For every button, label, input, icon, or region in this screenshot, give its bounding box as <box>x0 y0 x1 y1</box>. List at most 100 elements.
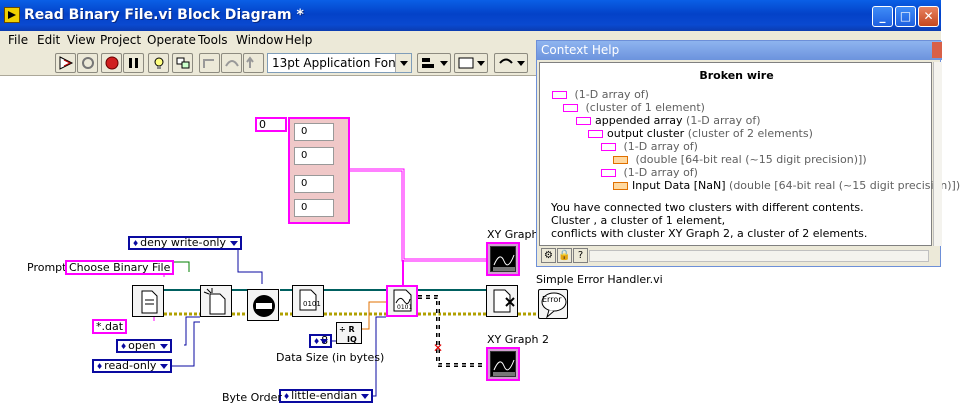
tree-item-name: Input Data [NaN] <box>632 179 726 192</box>
tree-item-type: (cluster of 2 elements) <box>687 127 813 140</box>
tree-item: Input Data [NaN] (double [64-bit real (~… <box>613 179 960 192</box>
menu-project[interactable]: Project <box>100 33 142 47</box>
open-mode-constant[interactable]: open <box>116 339 172 353</box>
pause-icon[interactable] <box>123 53 144 73</box>
context-help-window[interactable]: Context Help Broken wire (1-D array of) … <box>536 40 960 267</box>
align-objects-icon[interactable] <box>417 53 451 73</box>
maximize-button[interactable]: □ <box>895 6 916 27</box>
tree-item: (1-D array of) <box>601 140 698 153</box>
tree-item-name: output cluster <box>607 127 685 140</box>
step-over-icon[interactable] <box>221 53 242 73</box>
dbl-icon <box>613 182 628 190</box>
error-icon-text: Error <box>542 295 562 304</box>
zero-constant[interactable]: 0 <box>255 117 287 132</box>
data-size-label: Data Size (in bytes) <box>276 351 385 364</box>
array-icon <box>576 117 591 125</box>
tree-item-type: (cluster of 1 element) <box>585 101 705 114</box>
data-size-constant[interactable]: 8 <box>309 334 333 348</box>
svg-text:✕: ✕ <box>433 341 443 355</box>
menu-help[interactable]: Help <box>285 33 313 47</box>
deny-mode-constant[interactable]: deny write-only <box>128 236 242 250</box>
cluster-icon <box>588 130 603 138</box>
context-help-close-button[interactable] <box>932 42 942 58</box>
prompt-label: Prompt <box>27 261 67 274</box>
open-file-node[interactable] <box>200 285 232 317</box>
tree-item-type: (double [64-bit real (~15 digit precisio… <box>635 153 867 166</box>
labview-app-icon[interactable] <box>4 7 20 23</box>
detailed-help-icon[interactable]: ? <box>573 248 588 263</box>
cluster-array-constant[interactable]: 0 0 0 0 <box>288 117 350 224</box>
prompt-constant[interactable]: Choose Binary File <box>65 260 175 275</box>
distribute-objects-icon[interactable] <box>454 53 488 73</box>
run-arrow-icon[interactable] <box>55 53 76 73</box>
menu-file[interactable]: File <box>8 33 29 47</box>
abort-icon[interactable] <box>101 53 122 73</box>
context-help-title: Context Help <box>537 41 942 60</box>
tree-item-type: (double [64-bit real (~15 digit precisio… <box>729 179 960 192</box>
help-message-line: conflicts with cluster XY Graph 2, a clu… <box>551 227 868 240</box>
minimize-button[interactable]: _ <box>872 6 893 27</box>
access-mode-constant[interactable]: read-only <box>92 359 173 373</box>
help-heading: Broken wire <box>699 69 774 82</box>
horizontal-scrollbar[interactable] <box>589 250 929 262</box>
wires-layer: ✕ <box>153 168 538 397</box>
chevron-down-icon[interactable] <box>395 54 411 72</box>
lock-icon[interactable]: 🔒 <box>557 248 572 263</box>
cluster-element[interactable]: 0 <box>294 147 334 165</box>
close-file-node[interactable] <box>486 285 518 317</box>
tree-item: output cluster (cluster of 2 elements) <box>588 127 813 140</box>
svg-text:IQ: IQ <box>347 335 357 344</box>
tree-item: (1-D array of) <box>552 88 649 101</box>
run-continuous-icon[interactable] <box>77 53 98 73</box>
cluster-element[interactable]: 0 <box>294 123 334 141</box>
menu-window[interactable]: Window <box>236 33 284 47</box>
file-dialog-node[interactable] <box>132 285 164 317</box>
tree-item: (1-D array of) <box>601 166 698 179</box>
help-message-line: You have connected two clusters with dif… <box>551 201 864 214</box>
show-optional-terminals-icon[interactable]: ⚙ <box>541 248 556 263</box>
cluster-element[interactable]: 0 <box>294 175 334 193</box>
menu-view[interactable]: View <box>67 33 96 47</box>
cluster-icon <box>563 104 578 112</box>
context-help-footer: ⚙ 🔒 ? <box>539 247 932 265</box>
close-button[interactable]: ✕ <box>918 6 939 27</box>
vertical-scrollbar[interactable] <box>933 62 942 246</box>
deny-access-node[interactable] <box>247 289 279 321</box>
array-icon <box>552 91 567 99</box>
help-message-line: Cluster , a cluster of 1 element, <box>551 214 726 227</box>
error-handler-label: Simple Error Handler.vi <box>536 273 663 286</box>
tree-item: appended array (1-D array of) <box>576 114 761 127</box>
context-help-content: Broken wire (1-D array of) (cluster of 1… <box>539 62 960 246</box>
step-out-icon[interactable] <box>243 53 264 73</box>
highlight-execution-icon[interactable] <box>148 53 169 73</box>
retain-wire-values-icon[interactable] <box>172 53 193 73</box>
byte-order-constant[interactable]: little-endian <box>279 389 374 403</box>
help-message: You have connected two clusters with dif… <box>551 201 867 240</box>
tree-item: (double [64-bit real (~15 digit precisio… <box>613 153 867 166</box>
font-selector-value: 13pt Application Font <box>272 56 401 70</box>
step-into-icon[interactable] <box>199 53 220 73</box>
pattern-constant[interactable]: *.dat <box>92 319 128 334</box>
read-binary-node[interactable]: 0101 <box>292 285 324 317</box>
window-title: Read Binary File.vi Block Diagram * <box>24 7 304 23</box>
xy-graph-terminal[interactable] <box>486 242 520 276</box>
reorder-icon[interactable] <box>494 53 528 73</box>
xy-graph2-terminal[interactable] <box>486 347 520 381</box>
xy-graph-label: XY Graph <box>487 228 539 241</box>
menu-operate[interactable]: Operate <box>147 33 196 47</box>
title-bar: Read Binary File.vi Block Diagram * _ □ … <box>0 0 941 31</box>
byte-order-label: Byte Order <box>222 391 282 404</box>
read-data-node[interactable]: 0101 <box>386 285 418 317</box>
svg-text:0101: 0101 <box>303 300 321 308</box>
menu-edit[interactable]: Edit <box>37 33 61 47</box>
tree-item-type: (1-D array of) <box>623 140 698 153</box>
tree-item-type: (1-D array of) <box>686 114 761 127</box>
error-handler-node[interactable]: Error <box>538 289 568 319</box>
tree-item-type: (1-D array of) <box>574 88 649 101</box>
cluster-element[interactable]: 0 <box>294 199 334 217</box>
font-selector[interactable]: 13pt Application Font <box>267 53 412 73</box>
svg-text:0101: 0101 <box>397 304 412 311</box>
xy-graph2-label: XY Graph 2 <box>487 333 549 346</box>
menu-tools[interactable]: Tools <box>198 33 228 47</box>
